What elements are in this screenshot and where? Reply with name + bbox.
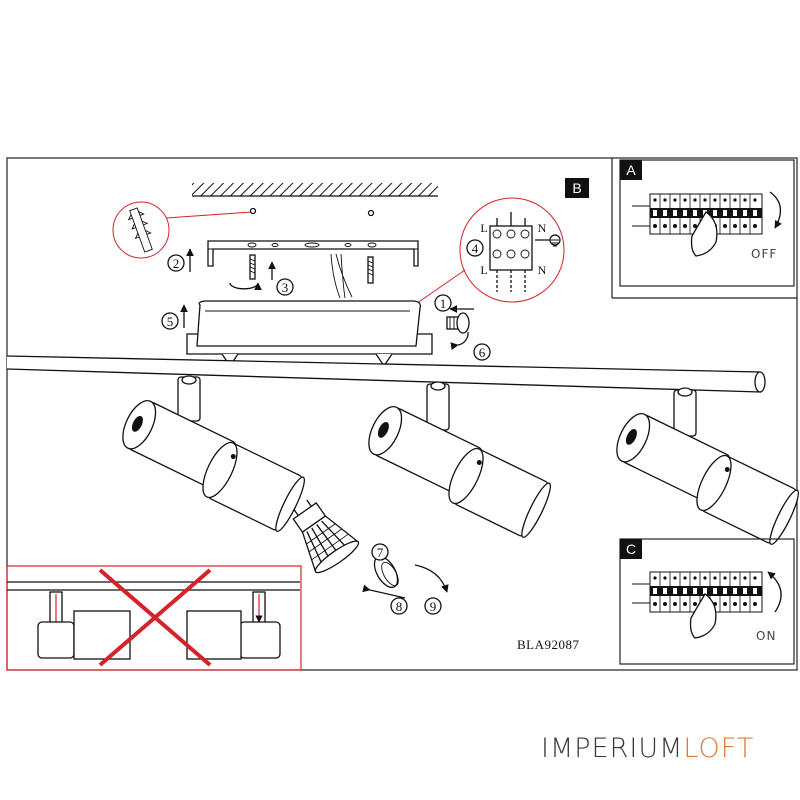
step-1-marker: 1 xyxy=(434,294,452,312)
bracket-screws xyxy=(229,254,374,291)
svg-text:5: 5 xyxy=(167,314,174,329)
svg-text:8: 8 xyxy=(396,599,403,614)
spotlight-3 xyxy=(609,387,800,548)
spotlight-1 xyxy=(115,375,310,535)
canopy-cover xyxy=(186,300,433,368)
spot-bar xyxy=(6,355,766,393)
step-3-marker: 3 xyxy=(276,278,294,296)
svg-text:4: 4 xyxy=(472,241,479,256)
svg-text:N: N xyxy=(538,263,547,277)
svg-text:3: 3 xyxy=(282,280,289,295)
svg-text:OFF: OFF xyxy=(751,247,777,261)
mains-cable xyxy=(330,253,353,299)
gu10-bulb xyxy=(292,499,360,574)
svg-text:6: 6 xyxy=(479,345,486,360)
incorrect-installation-box xyxy=(6,565,302,671)
mounting-bracket xyxy=(207,240,419,267)
svg-text:C: C xyxy=(626,541,636,557)
svg-text:B: B xyxy=(572,180,581,196)
svg-text:7: 7 xyxy=(377,545,384,560)
step-4-marker: 4 xyxy=(466,239,484,257)
svg-text:2: 2 xyxy=(173,256,180,271)
ceiling-hatch xyxy=(192,183,438,197)
panel-b-badge: B xyxy=(565,178,589,198)
svg-text:L: L xyxy=(480,263,487,277)
panel-a-switch-off: A OFF xyxy=(619,159,795,287)
step-8-marker: 8 xyxy=(390,597,408,615)
step-2-marker: 2 xyxy=(167,254,185,272)
svg-text:ON: ON xyxy=(756,629,776,643)
outer-frame xyxy=(6,157,798,671)
step-9-marker: 9 xyxy=(424,597,442,615)
svg-text:N: N xyxy=(538,221,547,235)
wall-plug-detail xyxy=(112,201,253,259)
step-7-marker: 7 xyxy=(371,543,389,561)
side-screw xyxy=(446,305,474,350)
svg-text:1: 1 xyxy=(440,296,447,311)
svg-text:9: 9 xyxy=(430,599,437,614)
svg-text:A: A xyxy=(626,162,636,178)
wiring-detail: L N L N xyxy=(409,197,565,309)
step-5-marker: 5 xyxy=(161,312,179,330)
model-code: BLA92087 xyxy=(517,637,580,652)
brand-watermark: IMPERIUMLOFT xyxy=(541,733,755,764)
step-6-marker: 6 xyxy=(473,343,491,361)
panel-c-switch-on: C ON xyxy=(619,538,795,665)
spotlight-2 xyxy=(361,381,556,541)
svg-text:L: L xyxy=(480,221,487,235)
